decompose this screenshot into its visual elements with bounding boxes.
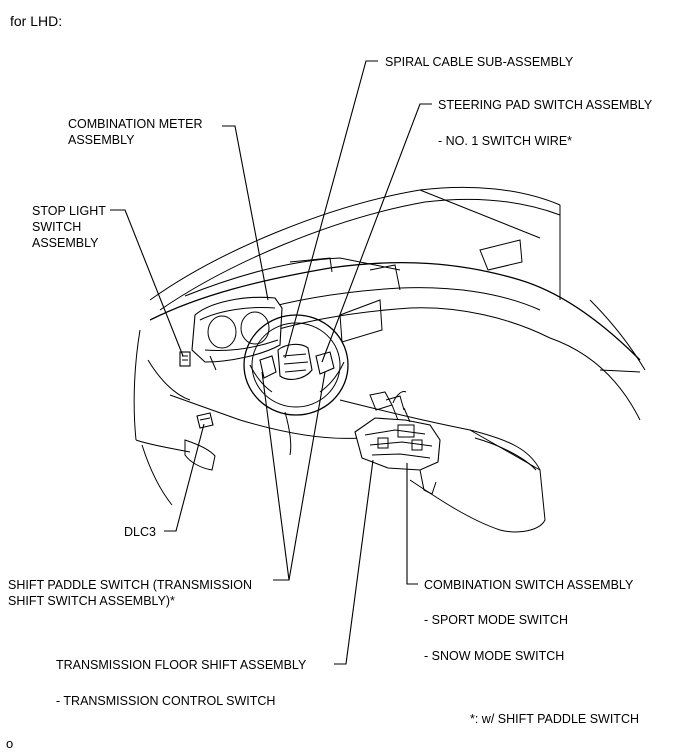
label-dlc3: DLC3 [124,525,156,539]
label-combination-meter: COMBINATION METER ASSEMBLY [68,117,203,147]
steering-wheel [243,314,349,456]
leader-lines [110,60,432,665]
label-sport-mode-switch: - SPORT MODE SWITCH [424,613,568,627]
label-combination-switch: COMBINATION SWITCH ASSEMBLY [424,578,634,592]
label-transmission-floor-shift: TRANSMISSION FLOOR SHIFT ASSEMBLY [56,658,307,672]
transmission-floor-shift [354,404,441,495]
label-shift-paddle-switch: SHIFT PADDLE SWITCH (TRANSMISSION SHIFT … [8,578,253,608]
combination-meter [191,296,283,371]
label-transmission-control-switch: - TRANSMISSION CONTROL SWITCH [56,694,276,708]
dlc3-connector [196,412,214,429]
windshield-outline [149,186,561,311]
label-steering-pad-sub: - NO. 1 SWITCH WIRE* [438,134,573,148]
label-snow-mode-switch: - SNOW MODE SWITCH [424,649,565,663]
figure-id: o [6,736,14,751]
center-console [339,391,546,533]
label-stop-light-switch: STOP LIGHT SWITCH ASSEMBLY [32,204,106,250]
stop-light-switch [179,351,191,367]
page-title: for LHD: [10,13,63,29]
label-steering-pad-switch: STEERING PAD SWITCH ASSEMBLY [438,98,653,112]
footnote: *: w/ SHIFT PADDLE SWITCH [470,712,640,726]
label-spiral-cable: SPIRAL CABLE SUB-ASSEMBLY [385,55,574,69]
